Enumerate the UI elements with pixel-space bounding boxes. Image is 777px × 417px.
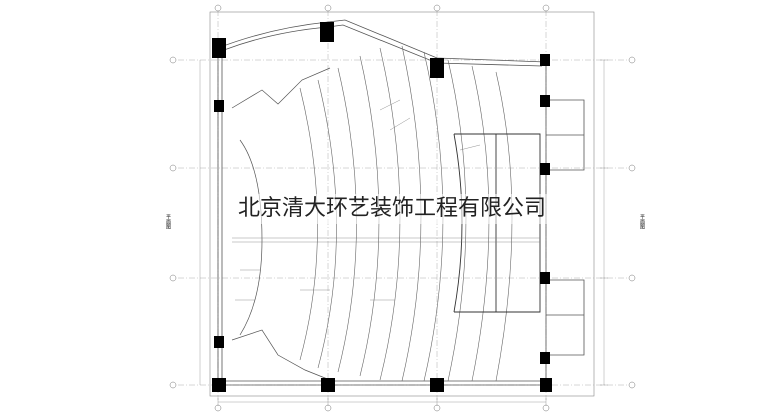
column <box>430 378 444 392</box>
side-label-right: 平面图 <box>639 214 645 229</box>
column <box>540 95 550 107</box>
column <box>214 336 224 348</box>
column <box>540 378 552 392</box>
axis-bubbles <box>169 4 636 412</box>
structural-columns <box>212 22 552 392</box>
column <box>540 54 550 66</box>
dimension-lines <box>199 59 608 406</box>
stage-outline <box>231 67 331 381</box>
drawing-frame <box>209 11 595 397</box>
side-label-left: 平面图 <box>165 214 171 229</box>
column <box>321 378 335 392</box>
column <box>540 163 550 175</box>
company-watermark: 北京清大环艺装饰工程有限公司 <box>224 194 560 224</box>
column <box>540 352 550 364</box>
column <box>214 100 224 112</box>
column <box>212 38 226 58</box>
column <box>430 58 444 78</box>
column <box>212 378 226 392</box>
column <box>540 272 550 284</box>
dimension-ticks <box>232 99 540 301</box>
column <box>320 22 334 42</box>
